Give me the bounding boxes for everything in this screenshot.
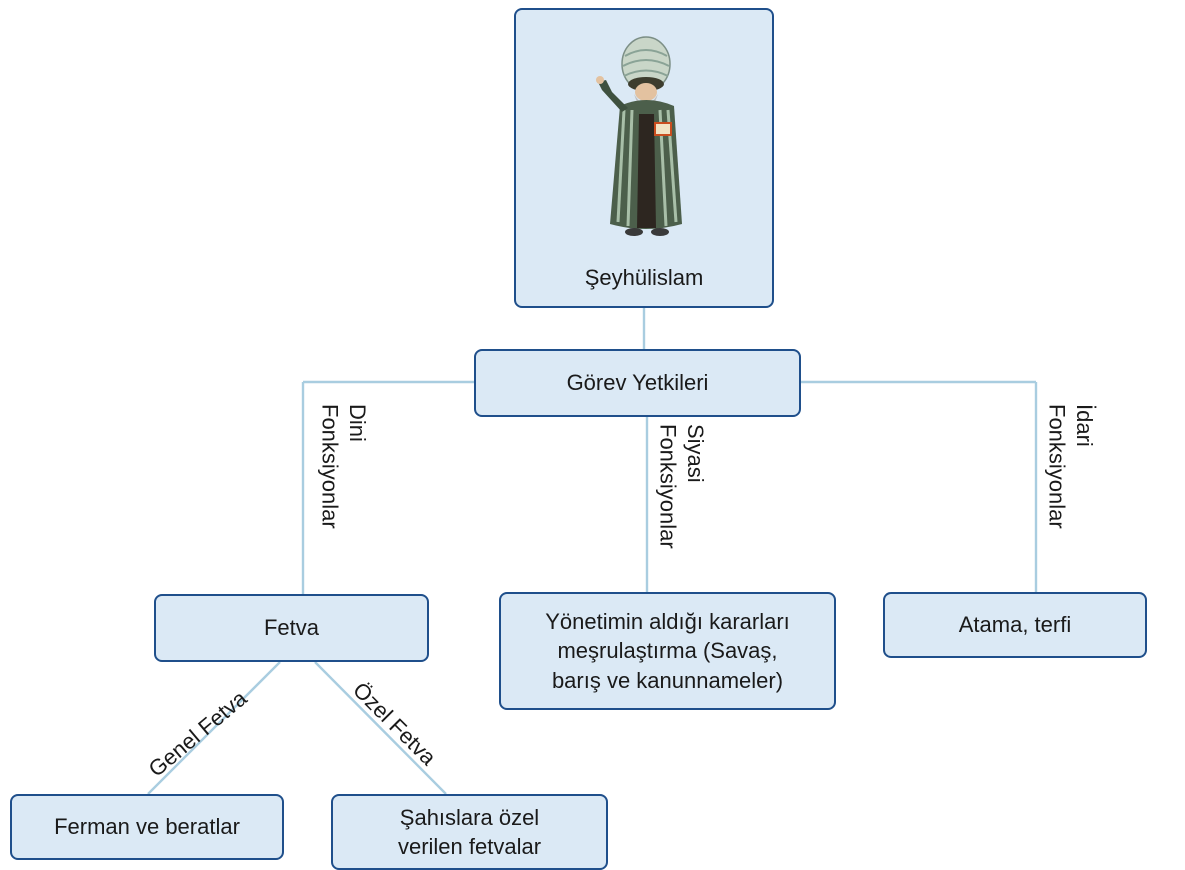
fetva-label: Fetva xyxy=(263,615,320,641)
sahislara-ozel-label-line-1: Şahıslara özel xyxy=(399,804,540,830)
sahislara-ozel-node: Şahıslara özel verilen fetvalar xyxy=(331,794,608,870)
yonetim-label-line-1: Yönetimin aldığı kararları xyxy=(545,609,790,635)
ferman-beratlar-node: Ferman ve beratlar xyxy=(10,794,284,860)
idari-fonksiyonlar-label: İdari Fonksiyonlar xyxy=(1044,404,1098,529)
fetva-node: Fetva xyxy=(154,594,429,662)
seyhulislam-node: Şeyhülislam xyxy=(514,8,774,308)
yonetim-node: Yönetimin aldığı kararları meşrulaştırma… xyxy=(499,592,836,710)
siyasi-fonksiyonlar-label: Siyasi Fonksiyonlar xyxy=(655,424,709,549)
yonetim-label-line-2: meşrulaştırma (Savaş, xyxy=(557,638,778,664)
dini-fonksiyonlar-label: Dini Fonksiyonlar xyxy=(317,404,371,529)
connector-genel-fetva xyxy=(147,661,281,795)
atama-terfi-node: Atama, terfi xyxy=(883,592,1147,658)
seyhulislam-label: Şeyhülislam xyxy=(584,265,704,290)
atama-terfi-label: Atama, terfi xyxy=(958,612,1072,638)
connector-ozel-fetva xyxy=(314,661,447,795)
sahislara-ozel-label-line-2: verilen fetvalar xyxy=(397,834,542,859)
gorev-yetkileri-node: Görev Yetkileri xyxy=(474,349,801,417)
seyhulislam-portrait-icon xyxy=(596,36,682,236)
ferman-beratlar-label: Ferman ve beratlar xyxy=(54,814,240,840)
yonetim-label-line-3: barış ve kanunnameler) xyxy=(551,667,784,693)
gorev-yetkileri-label: Görev Yetkileri xyxy=(566,370,709,396)
